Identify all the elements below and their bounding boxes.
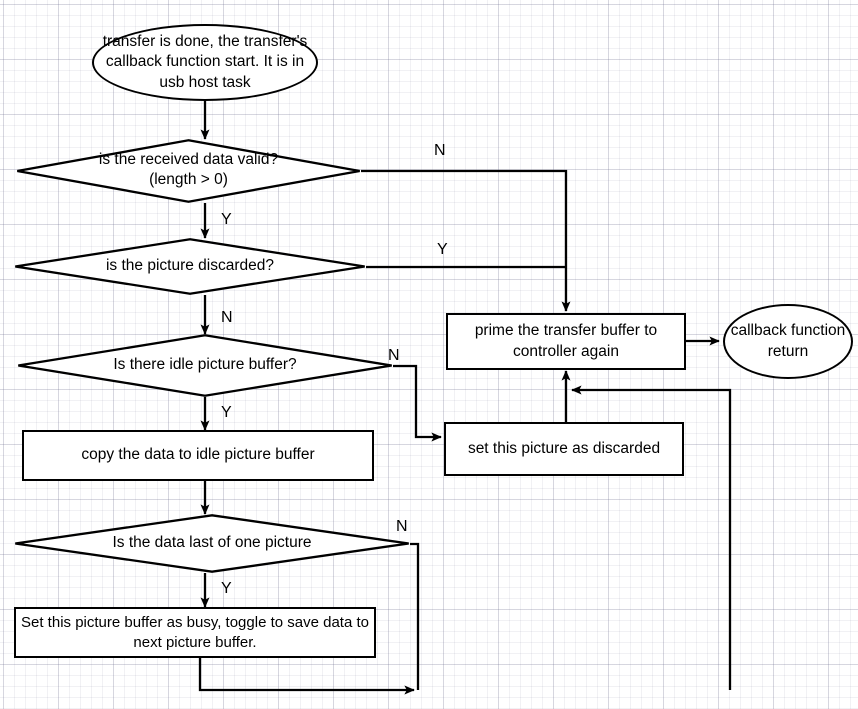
decision-data-valid-line2: (length > 0) xyxy=(149,171,228,188)
edge-label-idle-buffer-yes: Y xyxy=(221,404,232,421)
edge-label-last-data-yes: Y xyxy=(221,580,232,597)
edge-label-data-valid-yes: Y xyxy=(221,211,232,228)
edge-label-picture-discarded-no: N xyxy=(221,309,233,326)
node-set-busy[interactable]: Set this picture buffer as busy, toggle … xyxy=(14,607,376,658)
node-copy-data[interactable]: copy the data to idle picture buffer xyxy=(22,430,374,481)
node-callback-return[interactable]: callback function return xyxy=(723,304,853,379)
edge-label-data-valid-no: N xyxy=(434,142,446,159)
node-decision-idle-buffer-label: Is there idle picture buffer? xyxy=(113,356,297,374)
edge-last-data-no xyxy=(410,542,420,690)
node-prime-transfer[interactable]: prime the transfer buffer to controller … xyxy=(446,313,686,370)
node-set-discarded[interactable]: set this picture as discarded xyxy=(444,422,684,476)
node-decision-data-valid-label: is the received data valid? (length > 0) xyxy=(64,150,314,190)
node-set-discarded-label: set this picture as discarded xyxy=(467,439,661,457)
edge-set-busy-to-bottom-rail xyxy=(198,658,415,695)
edge-label-idle-buffer-no: N xyxy=(388,347,400,364)
edge-idle-buffer-no xyxy=(393,364,442,442)
node-start-label: transfer is done, the transfer's callbac… xyxy=(102,33,308,91)
node-decision-picture-discarded-label: is the picture discarded? xyxy=(105,257,274,275)
node-start[interactable]: transfer is done, the transfer's callbac… xyxy=(92,24,318,101)
node-prime-transfer-label: prime the transfer buffer to controller … xyxy=(474,322,658,360)
edge-data-valid-no xyxy=(361,169,571,312)
edge-loop-return-to-prime xyxy=(571,385,732,690)
edge-label-picture-discarded-yes: Y xyxy=(437,241,448,258)
node-callback-return-label: callback function return xyxy=(730,322,846,360)
edge-label-last-data-no: N xyxy=(396,518,408,535)
node-decision-last-data-label: Is the data last of one picture xyxy=(112,534,312,552)
decision-data-valid-line1: is the received data valid? xyxy=(98,150,279,168)
node-copy-data-label: copy the data to idle picture buffer xyxy=(81,446,315,464)
node-set-busy-label: Set this picture buffer as busy, toggle … xyxy=(21,614,369,651)
